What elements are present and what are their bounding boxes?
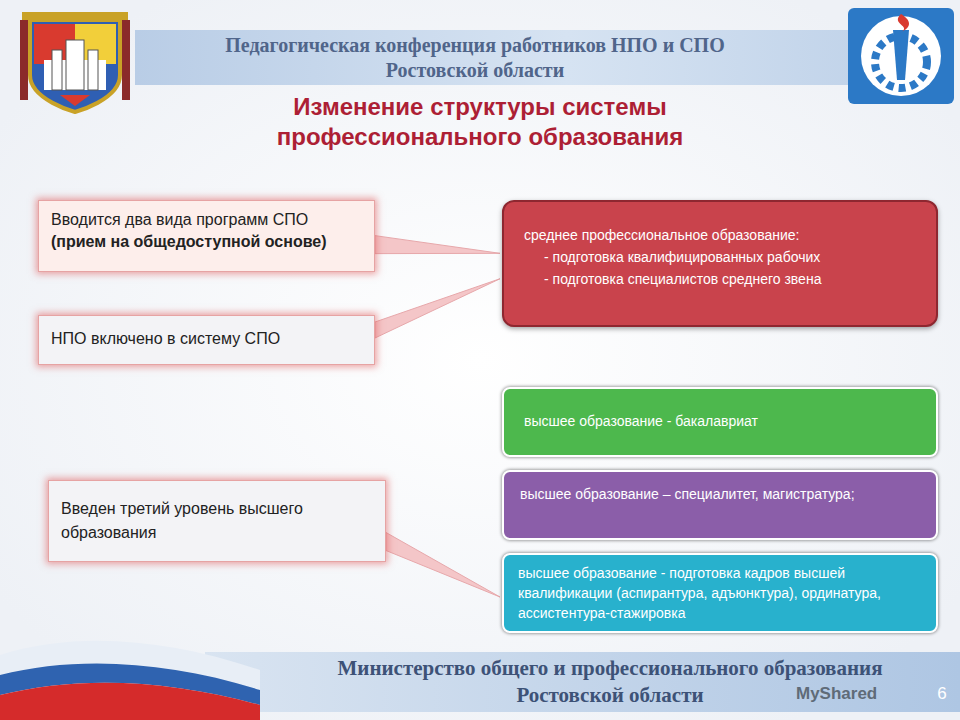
watermark: MyShared (796, 684, 916, 704)
callout-box: НПО включено в систему СПО (38, 315, 375, 365)
box-text: (прием на общедоступной основе) (51, 231, 362, 253)
box-text: Введен третий уровень высшего образовани… (61, 497, 373, 545)
box-text: высшее образование - подготовка кадров в… (518, 563, 922, 623)
level-box: высшее образование – специалитет, магист… (502, 470, 938, 540)
callout-box: Введен третий уровень высшего образовани… (48, 480, 386, 562)
footer-band (205, 652, 960, 712)
box-text: НПО включено в систему СПО (51, 328, 362, 350)
box-text: среднее профессиональное образование: (524, 224, 916, 246)
flag-ribbon (0, 641, 260, 720)
box-text: высшее образование – специалитет, магист… (520, 484, 920, 504)
list-item: - подготовка квалифицированных рабочих (524, 246, 916, 268)
coat-of-arms (20, 12, 130, 112)
list-item: - подготовка специалистов среднего звена (524, 268, 916, 290)
callout-pointer (386, 533, 500, 598)
slide-title: Изменение структуры системы профессионал… (170, 92, 790, 152)
level-box: высшее образование - бакалавриат (502, 387, 938, 457)
level-box: высшее образование - подготовка кадров в… (502, 553, 938, 633)
box-text: высшее образование - бакалавриат (524, 411, 916, 431)
callout-pointer (375, 236, 500, 254)
callout-pointer (375, 279, 500, 338)
box-text: Вводится два вида программ СПО (51, 209, 362, 231)
header-text: Педагогическая конференция работников НП… (210, 33, 740, 83)
logo (848, 8, 954, 104)
level-box: среднее профессиональное образование:- п… (502, 200, 938, 327)
page-number: 6 (930, 684, 954, 704)
header-band (135, 30, 855, 85)
callout-box: Вводится два вида программ СПО(прием на … (38, 200, 375, 272)
